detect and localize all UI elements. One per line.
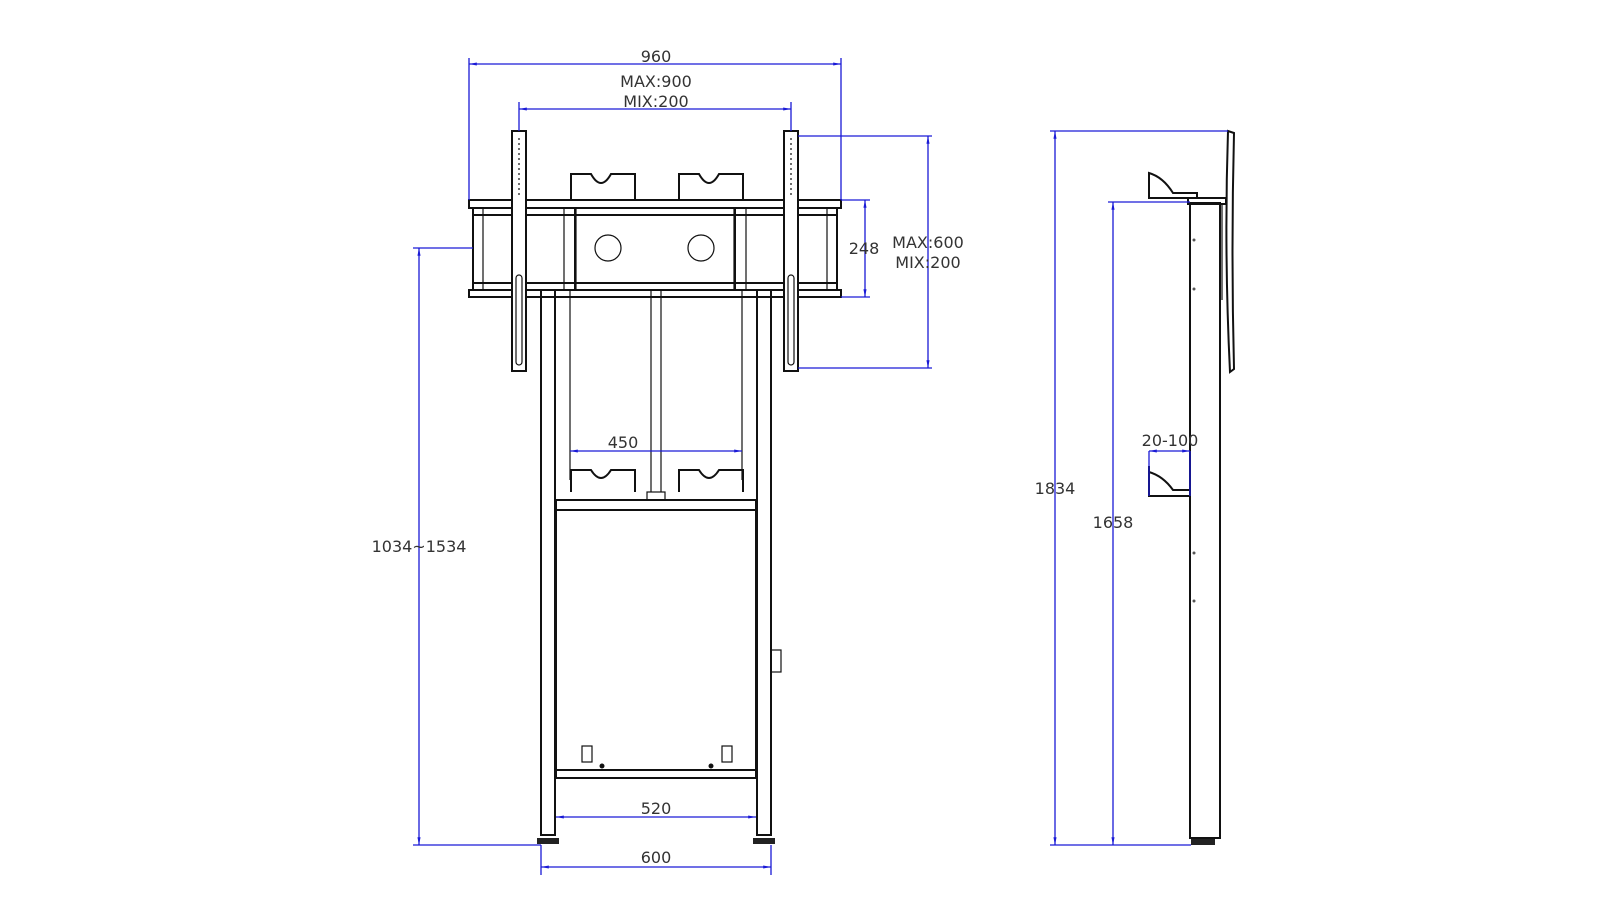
dimension-lines — [413, 58, 932, 875]
side-column — [1189, 202, 1221, 839]
front-view: 960 MAX:900 MIX:200 248 MAX:600 MIX:200 … — [372, 47, 964, 875]
total-height-label: 1834 — [1035, 479, 1076, 498]
right-vesa-arm[interactable] — [783, 130, 799, 372]
cable-hole — [594, 234, 622, 262]
cabinet-panel — [555, 509, 757, 771]
left-column — [540, 289, 556, 836]
side-foot — [1191, 839, 1215, 845]
side-dimension-lines — [1050, 130, 1228, 846]
vesa-height-max-label: MAX:600 — [892, 233, 964, 252]
vesa-height-min-label: MIX:200 — [895, 253, 960, 272]
vesa-width-min-label: MIX:200 — [623, 92, 688, 111]
right-foot — [753, 838, 775, 844]
right-column — [756, 289, 772, 836]
shelf-width-label: 450 — [608, 433, 639, 452]
lower-shelf — [555, 769, 757, 779]
left-foot — [537, 838, 559, 844]
inner-base-width-label: 520 — [641, 799, 672, 818]
cable-hole — [687, 234, 715, 262]
overall-width-label: 960 — [641, 47, 672, 66]
side-view: 1834 1658 20-100 — [1035, 129, 1236, 846]
side-shelf — [1148, 466, 1190, 497]
lock-icon — [770, 649, 782, 673]
tv-bracket — [468, 130, 842, 372]
column-height-label: 1658 — [1093, 513, 1134, 532]
shelf-tilt-label: 20-100 — [1142, 431, 1199, 450]
left-vesa-arm[interactable] — [511, 130, 527, 372]
base-width-label: 600 — [641, 848, 672, 867]
side-top-clip — [1148, 171, 1198, 199]
vesa-width-max-label: MAX:900 — [620, 72, 692, 91]
upper-shelf — [555, 499, 757, 511]
side-tv-bracket — [1225, 129, 1236, 374]
mount-height-label: 1034~1534 — [372, 537, 467, 556]
bracket-height-label: 248 — [849, 239, 880, 258]
cable-clips — [570, 173, 744, 492]
